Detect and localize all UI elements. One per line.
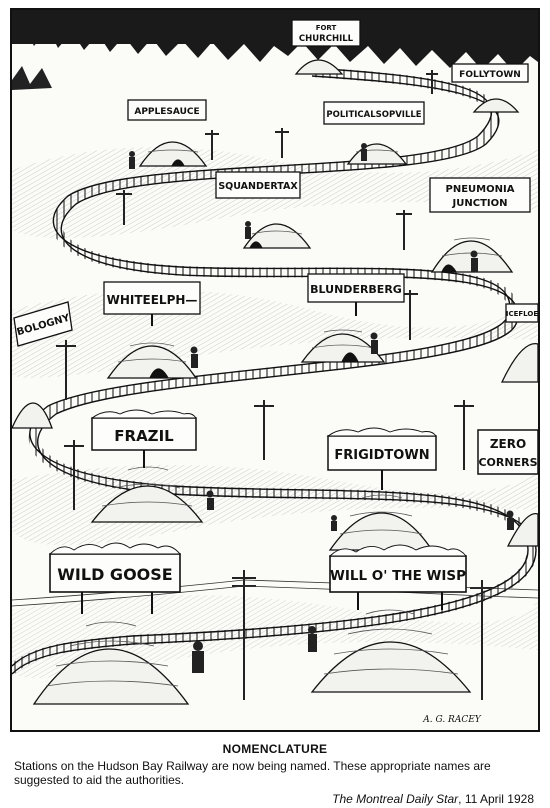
- figures: [129, 143, 514, 673]
- sign-fort-churchill-line1: FORT: [316, 24, 337, 32]
- sign-will-o-the-wisp-label: WILL O' THE WISP: [330, 568, 466, 584]
- treeline: [12, 10, 538, 90]
- sign-will-o-the-wisp: WILL O' THE WISP: [329, 555, 467, 593]
- sign-fort-churchill: FORT CHURCHILL: [291, 19, 361, 47]
- sign-frazil-label: FRAZIL: [114, 427, 174, 445]
- caption-title: NOMENCLATURE: [222, 742, 328, 756]
- sign-blunderberg-label: BLUNDERBERG: [310, 283, 402, 296]
- sign-pneumonia-line2: JUNCTION: [452, 198, 508, 209]
- sign-wild-goose-label: WILD GOOSE: [57, 565, 172, 584]
- sign-applesauce-label: APPLESAUCE: [134, 107, 199, 117]
- sign-follytown-label: FOLLYTOWN: [459, 70, 521, 80]
- sign-fort-churchill-line2: CHURCHILL: [299, 34, 354, 44]
- sign-politicalsopville: POLITICALSOPVILLE: [323, 101, 425, 125]
- sign-whiteelph-label: WHITEELPH—: [107, 293, 198, 307]
- caption-body: Stations on the Hudson Bay Railway are n…: [14, 759, 491, 787]
- sign-zero-line2: CORNERS: [478, 456, 537, 469]
- sign-wild-goose: WILD GOOSE: [49, 553, 181, 593]
- sign-icefloe: ICEFLOE: [505, 303, 538, 323]
- sign-politicalsopville-label: POLITICALSOPVILLE: [326, 110, 421, 120]
- caption-source-publication: The Montreal Daily Star: [332, 792, 459, 806]
- sign-blunderberg: BLUNDERBERG: [307, 273, 405, 303]
- sign-applesauce: APPLESAUCE: [127, 99, 207, 121]
- sign-squandertax: SQUANDERTAX: [215, 171, 301, 199]
- sign-bologny: BOLOGNY: [13, 301, 73, 347]
- caption-source: The Montreal Daily Star, 11 April 1928: [332, 792, 534, 806]
- telegraph-poles: [56, 70, 494, 700]
- sign-icefloe-label: ICEFLOE: [506, 310, 538, 318]
- sign-whiteelph: WHITEELPH—: [103, 281, 201, 315]
- cartoon-frame: FORT CHURCHILL FOLLYTOWN APPLESAUCE POLI…: [10, 8, 540, 732]
- sign-zero-line1: ZERO: [490, 437, 526, 451]
- sign-zero-corners: ZERO CORNERS: [477, 429, 538, 475]
- caption-source-date: , 11 April 1928: [458, 792, 534, 806]
- sign-frazil: FRAZIL: [91, 417, 197, 451]
- sign-pneumonia-line1: PNEUMONIA: [446, 184, 515, 195]
- sign-frigidtown-label: FRIGIDTOWN: [334, 448, 429, 463]
- caption: NOMENCLATURE Stations on the Hudson Bay …: [0, 742, 550, 806]
- cartoon-illustration: FORT CHURCHILL FOLLYTOWN APPLESAUCE POLI…: [12, 10, 538, 730]
- artist-signature: A. G. RACEY: [422, 715, 482, 725]
- sign-pneumonia-junction: PNEUMONIA JUNCTION: [429, 177, 531, 213]
- sign-squandertax-label: SQUANDERTAX: [218, 181, 298, 192]
- sign-follytown: FOLLYTOWN: [451, 63, 529, 83]
- sign-frigidtown: FRIGIDTOWN: [327, 435, 437, 471]
